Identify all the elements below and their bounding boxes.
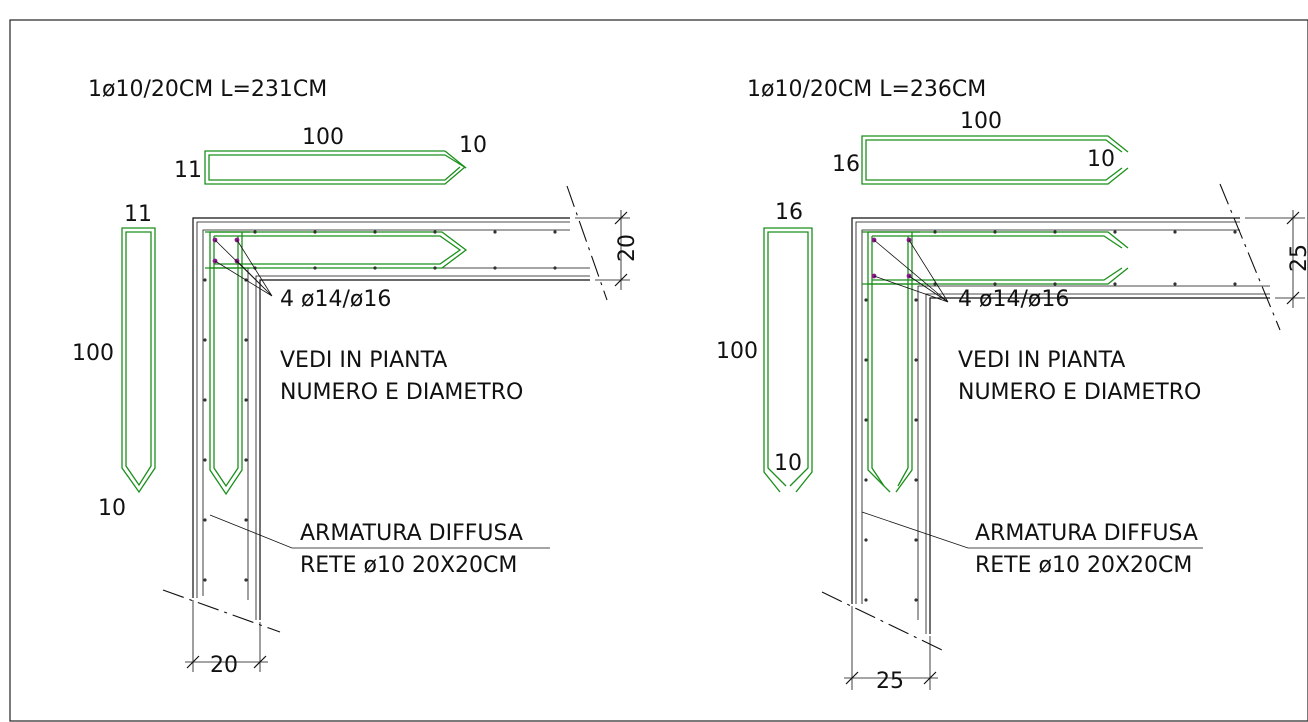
left-bars-note-line1: 4 ø14/ø16: [280, 287, 391, 312]
left-side-bar-top-label: 11: [124, 202, 152, 227]
right-leader-lines: [861, 239, 1203, 549]
left-mesh-dots: [203, 230, 557, 582]
right-dim-horizontal: 25: [844, 606, 938, 694]
left-side-bar-hook-label: 10: [98, 496, 126, 521]
left-detail: 1ø10/20CM L=231CM 11 100 10 11 100 10: [72, 77, 640, 678]
right-side-bar-hook-label: 10: [774, 451, 802, 476]
left-corner-rebar: [205, 231, 468, 496]
right-detail: 1ø10/20CM L=236CM 16 100 10 16 100 10: [716, 77, 1308, 694]
left-side-bar-length-label: 100: [72, 341, 114, 366]
left-break-line-right: [566, 185, 608, 301]
left-mesh-note-line1: ARMATURA DIFFUSA: [300, 521, 523, 546]
left-leader-lines: [209, 239, 550, 549]
left-wall-outline: [192, 217, 590, 620]
right-dim-horizontal-label: 25: [876, 669, 904, 694]
right-bars-note-line1: 4 ø14/ø16: [958, 287, 1069, 312]
left-top-bar-hook-label: 10: [459, 133, 487, 158]
right-dim-vertical-label: 25: [1287, 244, 1308, 272]
right-mesh-note-line1: ARMATURA DIFFUSA: [975, 521, 1198, 546]
left-bars-note-line2: VEDI IN PIANTA: [280, 348, 447, 373]
left-side-bar-shape: 11 100 10: [72, 202, 156, 521]
left-dim-horizontal: 20: [185, 600, 268, 678]
right-side-bar-shape: 16 100 10: [716, 200, 813, 493]
left-mesh-note-line2: RETE ø10 20X20CM: [300, 553, 517, 578]
left-top-bar-shape: 11 100 10: [174, 125, 487, 185]
left-break-line-bottom: [162, 589, 281, 633]
right-mesh-note-line2: RETE ø10 20X20CM: [975, 553, 1192, 578]
left-dim-vertical-label: 20: [615, 234, 640, 262]
left-header: 1ø10/20CM L=231CM: [88, 77, 327, 102]
left-top-bar-left-label: 11: [174, 158, 202, 183]
right-bars-note-line2: VEDI IN PIANTA: [958, 348, 1125, 373]
right-break-line-right: [1219, 183, 1281, 331]
left-dim-vertical: 20: [575, 210, 640, 290]
right-side-bar-length-label: 100: [716, 339, 758, 364]
right-bars-note-line3: NUMERO E DIAMETRO: [958, 380, 1201, 405]
left-top-bar-length-label: 100: [302, 125, 344, 150]
right-break-line-bottom: [821, 591, 943, 651]
right-dim-vertical: 25: [1245, 210, 1308, 308]
drawing-frame: [9, 19, 1308, 722]
right-top-bar-hook-label: 10: [1087, 147, 1115, 172]
left-dim-horizontal-label: 20: [210, 653, 238, 678]
left-bars-note-line3: NUMERO E DIAMETRO: [280, 380, 523, 405]
right-side-bar-top-label: 16: [775, 200, 803, 225]
right-top-bar-length-label: 100: [960, 109, 1002, 134]
right-top-bar-left-label: 16: [832, 152, 860, 177]
right-top-bar-shape: 16 100 10: [832, 109, 1129, 185]
right-header: 1ø10/20CM L=236CM: [747, 77, 986, 102]
right-corner-rebar: [862, 231, 1129, 493]
